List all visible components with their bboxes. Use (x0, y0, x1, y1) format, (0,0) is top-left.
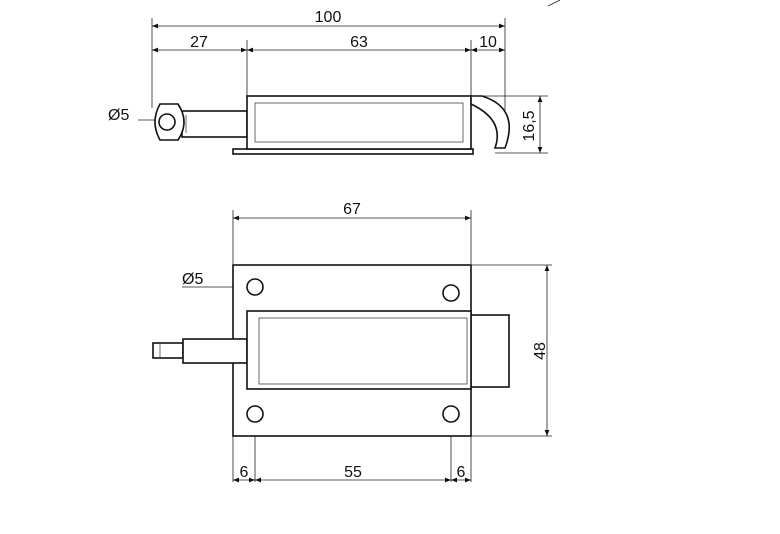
dim-plate-width: 67 (343, 201, 361, 218)
side-latch-tip (470, 95, 510, 149)
front-body (246, 310, 472, 390)
front-body-inner (258, 317, 468, 385)
mount-hole-bottom-left (246, 405, 264, 423)
dim-hole-front: Ø5 (182, 271, 203, 288)
dim-hole-side: Ø5 (108, 107, 129, 124)
mount-hole-top-right (442, 284, 460, 302)
front-bolt-tip (470, 314, 510, 388)
dim-edge-left: 6 (240, 464, 249, 481)
dim-edge-right: 6 (457, 464, 466, 481)
dim-body: 63 (350, 34, 368, 51)
handle-shaft (181, 110, 248, 138)
mount-hole-top-left (246, 278, 264, 296)
stray-mark (547, 0, 561, 7)
eye-hole (158, 113, 176, 131)
side-body-inner (254, 102, 464, 143)
mount-hole-bottom-right (442, 405, 460, 423)
dim-handle: 27 (190, 34, 208, 51)
front-view: 67 48 6 55 6 Ø5 (152, 201, 552, 483)
side-view: 100 27 63 10 16,5 Ø5 (108, 9, 548, 155)
front-pin-end (152, 342, 184, 359)
dim-hole-spacing: 55 (344, 464, 362, 481)
dim-overall: 100 (315, 9, 342, 26)
side-body (246, 95, 472, 150)
front-handle-shaft (182, 338, 248, 364)
dim-tip: 10 (479, 34, 497, 51)
dim-height-48: 48 (532, 342, 549, 360)
dim-height: 16,5 (521, 110, 538, 141)
